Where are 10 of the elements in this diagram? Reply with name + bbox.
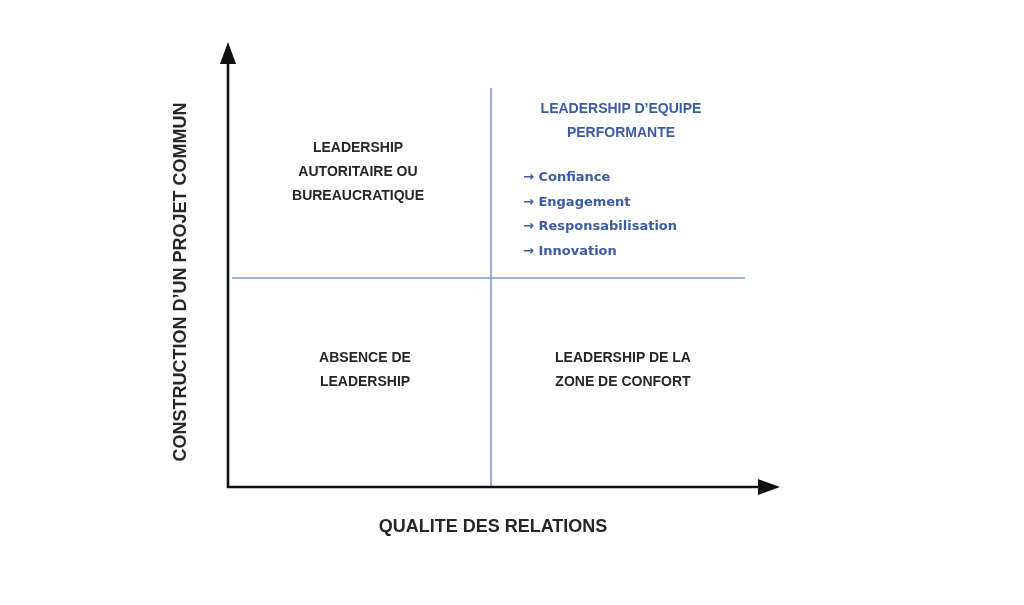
axis-label: QUALITE DES RELATIONS: [378, 515, 608, 537]
quadrant-label: ABSENCE DE LEADERSHIP: [300, 345, 430, 393]
quadrant-label: LEADERSHIP DE LA ZONE DE CONFORT: [541, 345, 705, 393]
quadrant-heading: LEADERSHIP D’EQUIPE PERFORMANTE: [539, 99, 703, 142]
list-item: → Confiance: [523, 168, 611, 186]
axis-label: CONSTRUCTION D’UN PROJET COMMUN: [169, 102, 191, 462]
list-item: → Responsabilisation: [523, 217, 678, 235]
list-item: → Innovation: [523, 241, 617, 260]
quadrant-label: LEADERSHIP AUTORITAIRE OU BUREAUCRATIQUE: [273, 135, 443, 207]
list-item: → Engagement: [523, 192, 631, 211]
